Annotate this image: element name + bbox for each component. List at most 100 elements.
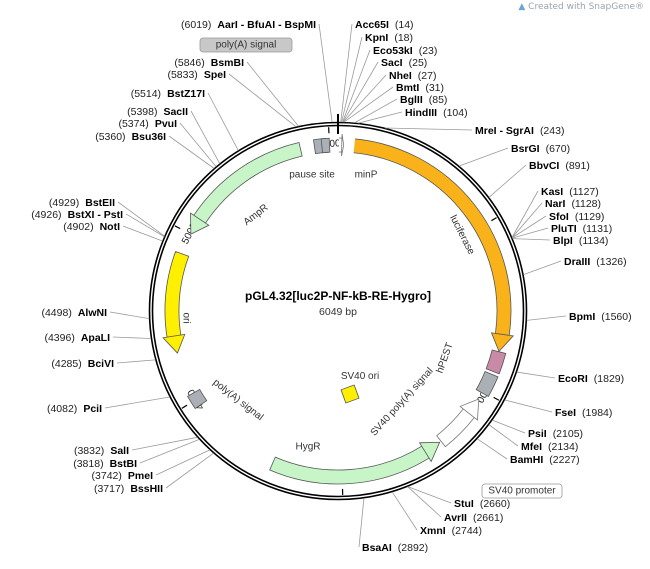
site-label: (5833)SpeI xyxy=(167,69,226,81)
site-leader xyxy=(459,148,508,166)
site-leader xyxy=(117,360,155,363)
feature-label-sv40-promoter: SV40 promoter xyxy=(488,486,556,497)
enzyme-name: BlpI xyxy=(553,235,573,247)
enzyme-name: BsmBI xyxy=(211,57,244,69)
site-mrei-sgrai[interactable]: MreI - SgrAI(243) xyxy=(385,125,564,137)
feature-label-poly-a-signal: poly(A) signal xyxy=(211,377,266,423)
enzyme-name: HindIII xyxy=(405,107,437,119)
site-position: (891) xyxy=(565,160,590,172)
site-label: Eco53kI(23) xyxy=(373,45,437,57)
site-label: BlpI(1134) xyxy=(553,235,608,247)
enzyme-name: BamHI xyxy=(510,454,543,466)
site-position: (4285) xyxy=(51,358,81,370)
site-label: AvrII (2661) xyxy=(444,512,503,524)
credit-text: Created with SnapGene® xyxy=(528,2,644,12)
site-label: (3832)SalI xyxy=(74,445,129,457)
enzyme-name: Bsu36I xyxy=(132,131,167,143)
site-bcivi[interactable]: (4285)BciVI xyxy=(51,358,155,370)
sv40-ori-box xyxy=(341,385,359,403)
feature-hpest-box xyxy=(486,350,506,374)
site-label: (4929)BstEII xyxy=(49,197,115,209)
site-position: (5514) xyxy=(131,88,161,100)
site-label: EcoRI(1829) xyxy=(558,373,624,385)
site-position: (1128) xyxy=(571,198,601,210)
site-leader xyxy=(123,226,162,241)
site-label: (4285)BciVI xyxy=(51,358,114,370)
enzyme-name: AlwNI xyxy=(78,307,107,319)
site-bstxi-psti[interactable]: (4926)BstXI - PstI xyxy=(31,209,164,237)
site-leader xyxy=(126,214,164,237)
site-position: (2744) xyxy=(452,525,482,537)
site-label: Acc65I(14) xyxy=(355,19,414,31)
site-draiii[interactable]: DraIII(1326) xyxy=(523,256,626,275)
site-pcii[interactable]: (4082)PciI xyxy=(47,397,170,415)
site-label: (4926)BstXI - PstI xyxy=(31,209,123,221)
enzyme-name: AarI - BfuAI - BspMI xyxy=(217,19,316,31)
enzyme-name: BbvCI xyxy=(529,160,559,172)
site-position: (2661) xyxy=(473,512,503,524)
feature-ori-arrow xyxy=(163,251,189,353)
feature-label-ampr: AmpR xyxy=(242,202,271,228)
tick-mark xyxy=(175,226,180,229)
snapgene-credit: ▲ Created with SnapGene® xyxy=(518,2,644,12)
site-label: BsrGI(670) xyxy=(511,143,570,155)
site-position: (4902) xyxy=(63,221,93,233)
feature-ori xyxy=(163,251,189,353)
site-label: BamHI(2227) xyxy=(510,454,580,466)
site-label: (6019) AarI - BfuAI - BspMI xyxy=(181,19,316,31)
site-ecori[interactable]: EcoRI(1829) xyxy=(517,372,624,385)
site-bsu36i[interactable]: (5360)Bsu36I xyxy=(95,131,214,168)
site-position: (27) xyxy=(418,70,437,82)
enzyme-name: BmtI xyxy=(396,82,419,94)
site-label: PluTI(1131) xyxy=(551,223,612,235)
enzyme-name: DraIII xyxy=(564,256,590,268)
enzyme-name: SpeI xyxy=(204,69,226,81)
site-position: (4929) xyxy=(49,197,79,209)
site-label: MfeI(2134) xyxy=(521,441,578,453)
site-leader xyxy=(512,216,546,238)
site-position: (1829) xyxy=(594,373,624,385)
enzyme-name: KpnI xyxy=(365,32,388,44)
site-label: NarI(1128) xyxy=(545,198,601,210)
enzyme-name: PciI xyxy=(83,403,102,415)
site-label: BbvCI (891) xyxy=(529,160,590,172)
site-position: (2134) xyxy=(548,441,578,453)
site-leader xyxy=(344,87,393,122)
site-label: SfoI(1129) xyxy=(549,211,604,223)
site-label: PsiI(2105) xyxy=(528,428,583,440)
site-label: (4396)ApaLI xyxy=(44,332,110,344)
site-leader xyxy=(118,202,164,236)
enzyme-name: BstXI - PstI xyxy=(68,209,124,221)
enzyme-name: PsiI xyxy=(528,428,547,440)
site-position: (4498) xyxy=(41,307,71,319)
site-leader xyxy=(527,316,566,320)
site-position: (6019) xyxy=(181,19,211,31)
site-label: (3818)BstBI xyxy=(73,458,137,470)
site-label: (4082)PciI xyxy=(47,403,102,415)
enzyme-name: SfoI xyxy=(549,211,569,223)
site-position: (3818) xyxy=(73,458,103,470)
site-label: MreI - SgrAI(243) xyxy=(475,125,564,137)
site-label: KasI(1127) xyxy=(541,186,599,198)
enzyme-name: NotI xyxy=(100,221,120,233)
site-label: (3742)PmeI xyxy=(92,470,154,482)
site-leader xyxy=(385,128,472,130)
site-leader xyxy=(512,191,538,237)
site-position: (4396) xyxy=(44,332,74,344)
enzyme-name: SalI xyxy=(110,445,129,457)
site-hindiii[interactable]: HindIII(104) xyxy=(358,107,467,123)
site-alwni[interactable]: (4498) AlwNI xyxy=(41,307,149,319)
enzyme-name: SacI xyxy=(381,57,403,69)
feature-poly-a-signal-top-box xyxy=(321,138,330,153)
site-apali[interactable]: (4396)ApaLI xyxy=(44,332,151,344)
feature-label-minp: minP xyxy=(355,170,378,181)
site-fsei[interactable]: FseI(1984) xyxy=(505,400,613,419)
enzyme-name: AvrII xyxy=(444,512,467,524)
site-bpmi[interactable]: BpmI(1560) xyxy=(527,311,632,323)
enzyme-name: MreI - SgrAI xyxy=(475,125,534,137)
site-bsaai[interactable]: BsaAI(2892) xyxy=(359,498,428,554)
site-leader xyxy=(489,165,526,197)
site-blpi[interactable]: BlpI(1134) xyxy=(513,235,609,247)
site-label: (3717)BssHII xyxy=(94,483,163,495)
site-leader xyxy=(392,492,417,530)
